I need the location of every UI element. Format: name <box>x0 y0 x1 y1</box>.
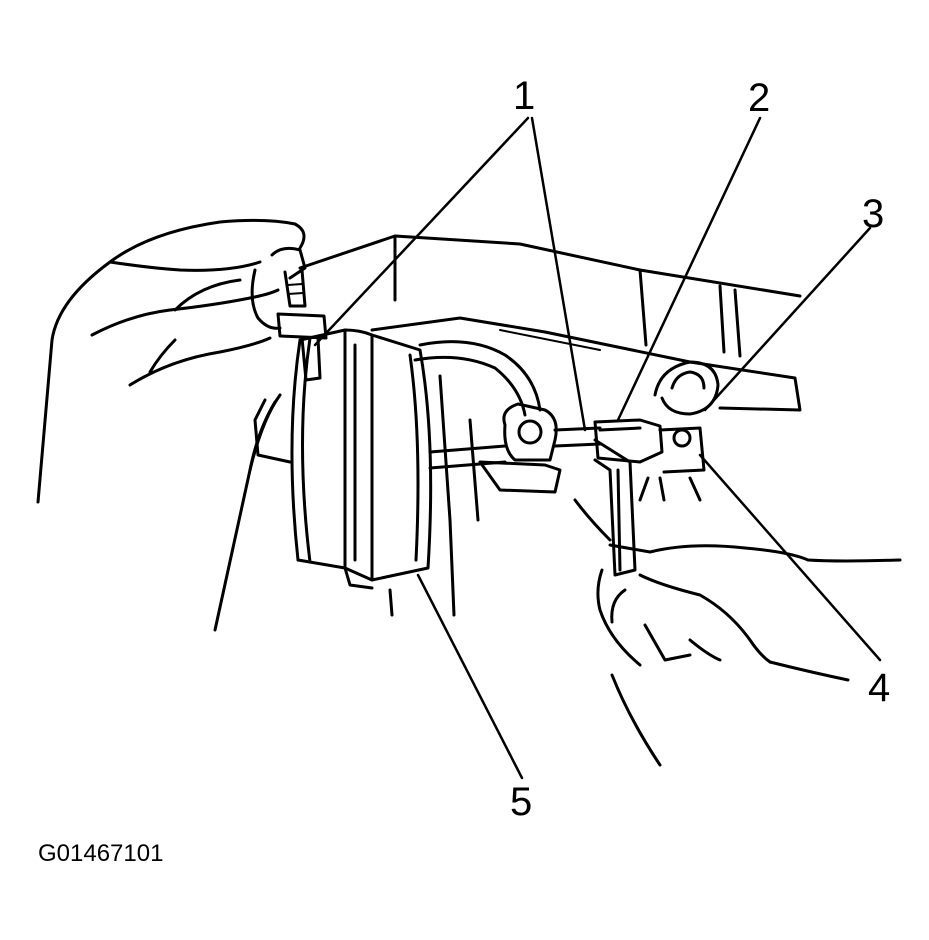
right-hand <box>596 543 902 767</box>
retaining-clip-assembly <box>593 360 720 502</box>
callout-leaders <box>313 116 882 780</box>
callout-5: 5 <box>510 780 533 824</box>
figure-id: G01467101 <box>38 840 164 867</box>
leader-4 <box>698 453 882 662</box>
leader-5 <box>416 573 524 780</box>
callout-4: 4 <box>868 666 891 710</box>
engine-housing-outline <box>298 234 802 617</box>
leader-1a <box>313 116 530 347</box>
callout-3: 3 <box>862 192 885 236</box>
leader-1b <box>530 116 587 432</box>
rod-end-link <box>478 402 612 542</box>
left-hand <box>36 218 306 632</box>
leader-3 <box>703 226 872 412</box>
removal-tool <box>593 438 637 577</box>
vacuum-actuator-body <box>290 328 433 590</box>
leader-2 <box>616 116 762 422</box>
callout-1: 1 <box>513 74 536 118</box>
callout-2: 2 <box>748 76 771 120</box>
vacuum-hose-fitting-left <box>270 246 328 382</box>
